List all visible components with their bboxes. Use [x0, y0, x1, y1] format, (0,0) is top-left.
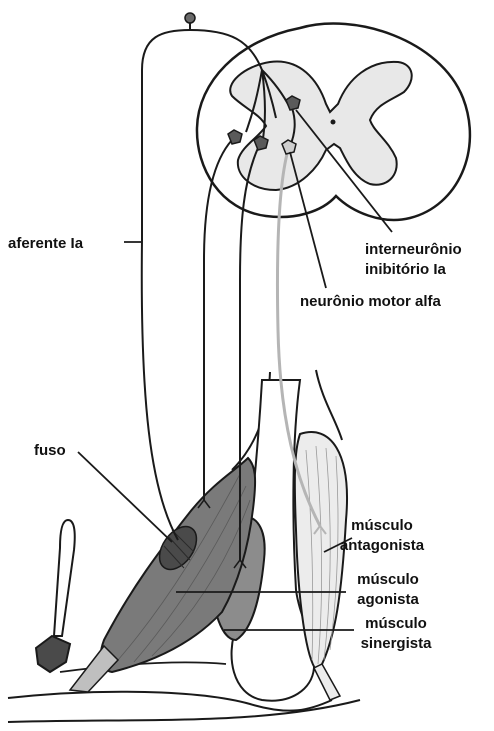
- ganglion-cell: [185, 13, 195, 23]
- hammer-head: [36, 636, 70, 672]
- label-spindle: fuso: [34, 442, 66, 459]
- label-synergist-line2: sinergista: [361, 635, 433, 652]
- label-interneuron-line2: inibitório Ia: [365, 261, 446, 278]
- label-interneuron-line1: interneurônio: [365, 241, 462, 258]
- label-synergist-line1: músculo: [365, 615, 427, 632]
- label-alpha-motor-neuron: neurônio motor alfa: [300, 293, 441, 310]
- central-canal: [331, 120, 336, 125]
- label-afferent-ia: aferente Ia: [8, 235, 84, 252]
- reflex-hammer-icon: [36, 520, 75, 672]
- label-agonist-line1: músculo: [357, 571, 419, 588]
- spinal-cord-section: [197, 24, 470, 220]
- antagonist-tendon: [314, 664, 340, 700]
- hammer-handle: [54, 520, 75, 636]
- arm-base-line: [8, 700, 360, 722]
- label-antagonist-line2: antagonista: [340, 537, 425, 554]
- leader-spindle: [78, 452, 172, 542]
- label-antagonist-line1: músculo: [351, 517, 413, 534]
- label-agonist-line2: agonista: [357, 591, 419, 608]
- upper-arm-outline-right: [316, 370, 342, 440]
